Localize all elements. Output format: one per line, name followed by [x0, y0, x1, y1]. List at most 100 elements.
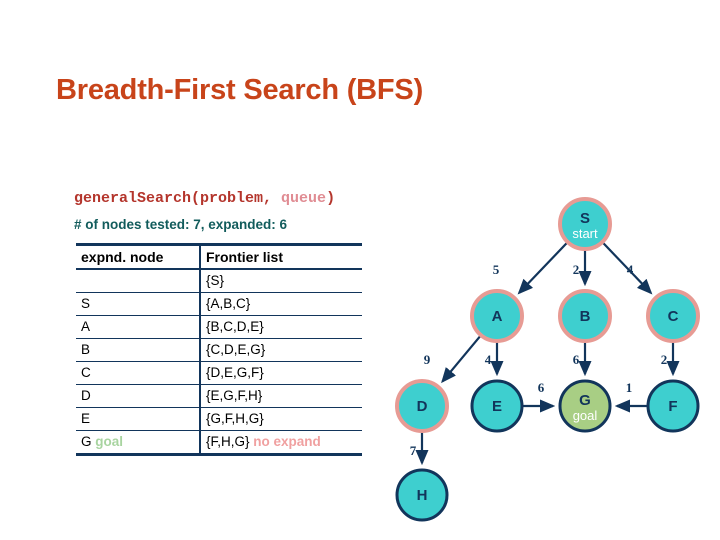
node-circle[interactable]	[646, 379, 700, 433]
node-circle[interactable]	[558, 197, 612, 251]
graph-edge-layer: 5 2 4 9 4 6 2 6 1 7	[410, 242, 680, 466]
node-circle[interactable]	[646, 289, 700, 343]
cell-expanded-node: E	[76, 407, 201, 431]
edge-arrow	[517, 242, 568, 295]
frontier-list-value: {F,H,G}	[206, 434, 250, 449]
frontier-list-value: {D,E,G,F}	[206, 365, 264, 380]
cell-expanded-node: G goal	[76, 430, 201, 456]
cell-expanded-node: D	[76, 384, 201, 408]
table-row: A {B,C,D,E}	[76, 315, 362, 339]
node-label: A	[492, 308, 503, 325]
graph-edge-f-g: 1	[614, 380, 647, 413]
cell-frontier-list: {G,F,H,G}	[200, 407, 362, 431]
graph-edge-s-a: 5	[493, 242, 568, 295]
cell-frontier-list: {C,D,E,G}	[200, 338, 362, 362]
graph-edge-c-f: 2	[661, 342, 680, 377]
node-label: D	[417, 398, 428, 415]
code-arg-queue: queue	[281, 190, 327, 207]
code-call-prefix: generalSearch(problem,	[74, 190, 282, 207]
graph-edge-a-e: 4	[485, 342, 504, 377]
node-label: F	[668, 398, 677, 415]
frontier-list-value: {E,G,F,H}	[206, 388, 263, 403]
edge-weight-label: 7	[410, 443, 417, 458]
node-circle[interactable]	[395, 468, 449, 522]
graph-edge-e-g: 6	[523, 380, 556, 413]
expanded-node-value: A	[81, 319, 91, 334]
node-circle[interactable]	[558, 379, 612, 433]
cell-frontier-list: {B,C,D,E}	[200, 315, 362, 339]
node-count-stats: # of nodes tested: 7, expanded: 6	[74, 217, 288, 232]
edge-weight-label: 4	[627, 262, 634, 277]
node-circle[interactable]	[395, 379, 449, 433]
frontier-list-value: {B,C,D,E}	[206, 319, 264, 334]
edge-arrow	[441, 335, 482, 384]
cell-frontier-list: {F,H,G} no expand	[200, 430, 362, 456]
edge-weight-label: 4	[485, 352, 492, 367]
table-head: expnd. node Frontier list	[76, 243, 362, 270]
cell-frontier-list: {D,E,G,F}	[200, 361, 362, 385]
code-call-suffix: )	[326, 190, 336, 207]
column-header-expanded-node: expnd. node	[76, 243, 201, 270]
edge-weight-label: 9	[424, 352, 431, 367]
edge-weight-label: 6	[573, 352, 580, 367]
node-label: H	[417, 487, 428, 504]
node-sublabel: start	[572, 226, 598, 241]
expanded-node-value: D	[81, 388, 91, 403]
graph-node-h[interactable]: H	[395, 468, 449, 522]
cell-expanded-node: C	[76, 361, 201, 385]
graph-edge-a-d: 9	[424, 335, 482, 384]
node-sublabel: goal	[573, 408, 598, 423]
edge-arrow	[602, 242, 653, 295]
graph-node-e[interactable]: E	[470, 379, 524, 433]
cell-expanded-node: B	[76, 338, 201, 362]
node-label: S	[580, 210, 590, 227]
graph-edge-d-h: 7	[410, 432, 429, 466]
graph-edge-s-b: 2	[573, 250, 592, 287]
edge-weight-label: 2	[573, 262, 580, 277]
cell-expanded-node: A	[76, 315, 201, 339]
node-label: B	[580, 308, 591, 325]
table-header-row: expnd. node Frontier list	[76, 243, 362, 270]
node-label: E	[492, 398, 502, 415]
edge-weight-label: 5	[493, 262, 500, 277]
table-body: {S} S{A,B,C} A {B,C,D,E} B {C,D,E,G} C {D,E,G,F…	[76, 269, 362, 456]
table-row: {S}	[76, 269, 362, 293]
node-circle[interactable]	[470, 379, 524, 433]
expanded-node-value: E	[81, 411, 91, 426]
table-row: C {D,E,G,F}	[76, 361, 362, 385]
graph-node-f[interactable]: F	[646, 379, 700, 433]
table-row: S{A,B,C}	[76, 292, 362, 316]
expanded-node-value: C	[81, 365, 91, 380]
node-label: G	[579, 392, 591, 409]
table-row: B {C,D,E,G}	[76, 338, 362, 362]
cell-frontier-list: {S}	[200, 269, 362, 293]
table-row: E {G,F,H,G}	[76, 407, 362, 431]
expanded-node-value: B	[81, 342, 91, 357]
goal-tag: goal	[95, 434, 124, 449]
expanded-node-value: G	[81, 434, 92, 449]
frontier-list-value: {S}	[206, 273, 225, 288]
node-circle[interactable]	[470, 289, 524, 343]
cell-expanded-node	[76, 269, 201, 293]
edge-weight-label: 2	[661, 352, 668, 367]
node-label: C	[668, 308, 679, 325]
graph-node-a[interactable]: A	[470, 289, 524, 343]
edge-weight-label: 1	[626, 380, 633, 395]
no-expand-tag: no expand	[253, 434, 321, 449]
node-circle[interactable]	[558, 289, 612, 343]
search-call-code: generalSearch(problem, queue)	[74, 190, 335, 207]
cell-expanded-node: S	[76, 292, 201, 316]
graph-node-d[interactable]: D	[395, 379, 449, 433]
graph-edge-b-g: 6	[573, 342, 592, 377]
frontier-list-value: {G,F,H,G}	[206, 411, 264, 426]
graph-node-c[interactable]: C	[646, 289, 700, 343]
cell-frontier-list: {A,B,C}	[200, 292, 362, 316]
edge-weight-label: 6	[538, 380, 545, 395]
table-row: G goal{F,H,G} no expand	[76, 430, 362, 456]
graph-edge-s-c: 4	[602, 242, 653, 295]
search-trace-table: expnd. node Frontier list {S} S{A,B,C} A {B…	[76, 243, 362, 456]
graph-node-b[interactable]: B	[558, 289, 612, 343]
